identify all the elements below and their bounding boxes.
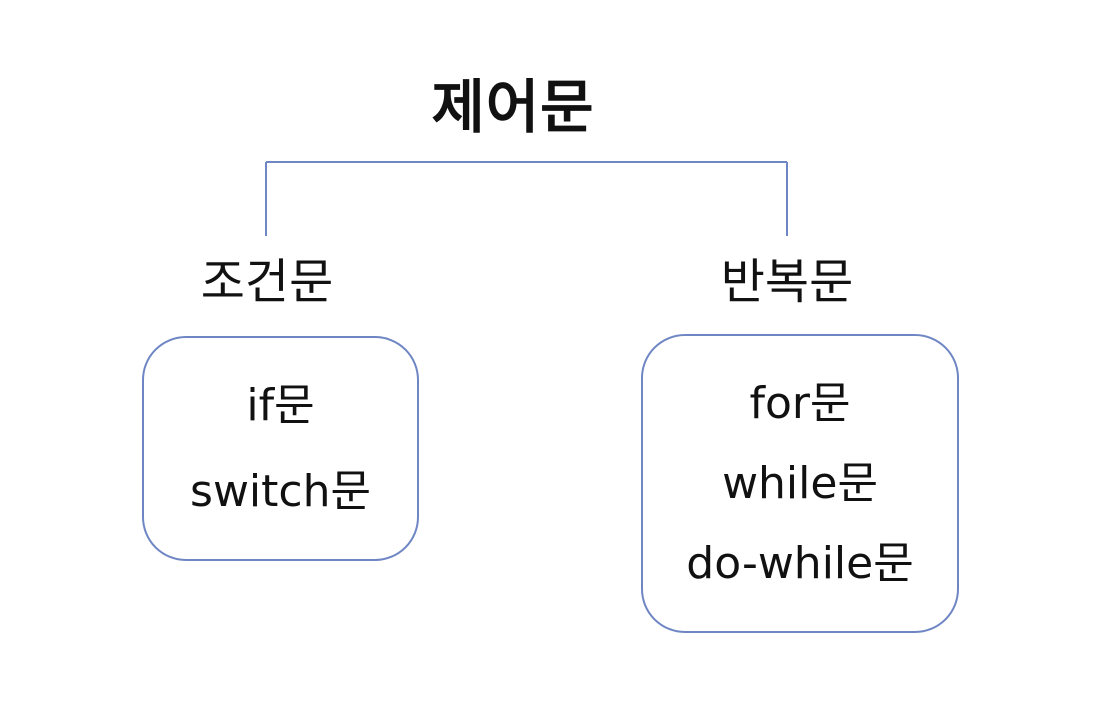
while-statement-item: while문	[722, 457, 878, 509]
conditional-statements-box: if문 switch문	[142, 336, 419, 561]
for-statement-item: for문	[749, 377, 851, 429]
conditional-statements-title: 조건문	[200, 254, 334, 310]
loop-statements-box: for문 while문 do-while문	[641, 334, 959, 633]
do-while-statement-item: do-while문	[686, 537, 914, 589]
if-statement-item: if문	[246, 379, 315, 431]
switch-statement-item: switch문	[190, 465, 371, 517]
loop-statements-title: 반복문	[720, 254, 854, 310]
root-title: 제어문	[431, 73, 595, 141]
